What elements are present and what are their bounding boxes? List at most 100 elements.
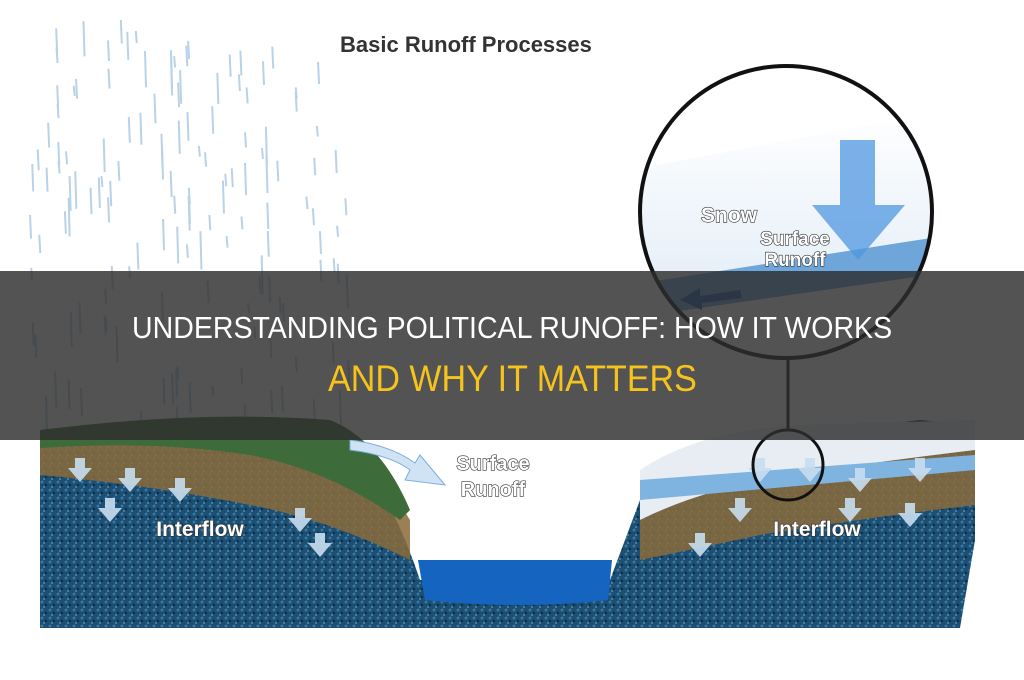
- raindrop: [271, 46, 275, 69]
- raindrop: [177, 120, 181, 154]
- flow-arrow-icon: [798, 458, 822, 482]
- interflow-label-left: Interflow: [156, 518, 244, 541]
- raindrop: [265, 155, 269, 194]
- raindrop: [228, 54, 232, 77]
- raindrop: [127, 117, 131, 143]
- flow-arrow-icon: [308, 533, 332, 557]
- raindrop: [136, 242, 140, 270]
- raindrop: [179, 70, 183, 104]
- surface-runoff-arrow: [349, 439, 447, 486]
- surface-runoff-label-2: Runoff: [461, 479, 526, 501]
- inset-surface-runoff-label-1: Surface: [760, 229, 830, 250]
- raindrop: [161, 144, 165, 180]
- raindrop: [199, 231, 203, 270]
- raindrop: [244, 132, 247, 148]
- raindrop: [65, 151, 69, 165]
- raindrop: [185, 45, 189, 67]
- raindrop: [74, 171, 78, 209]
- interflow-label-right: Interflow: [773, 518, 861, 541]
- raindrop: [169, 50, 173, 90]
- snow-label: Snow: [701, 204, 758, 227]
- raindrop: [173, 55, 177, 68]
- flow-arrow-icon: [688, 533, 712, 557]
- flow-arrow-icon: [748, 458, 772, 482]
- raindrop: [225, 236, 229, 248]
- raindrop: [139, 112, 143, 145]
- flow-arrow-icon: [908, 458, 932, 482]
- raindrop: [102, 138, 106, 173]
- flow-arrow-icon: [898, 503, 922, 527]
- interflow-arrows: [68, 458, 932, 557]
- raindrop: [67, 197, 71, 237]
- flow-arrow-icon: [288, 508, 312, 532]
- raindrop: [204, 152, 208, 167]
- flow-arrow-icon: [168, 478, 192, 502]
- raindrop: [276, 160, 280, 182]
- raindrop: [332, 258, 336, 273]
- raindrop: [344, 198, 348, 216]
- raindrop: [311, 208, 315, 226]
- raindrop: [100, 175, 104, 188]
- raindrop: [266, 230, 270, 257]
- raindrop: [334, 149, 338, 174]
- flow-arrow-icon: [728, 498, 752, 522]
- raindrop: [313, 157, 317, 176]
- raindrop: [109, 180, 113, 207]
- flow-arrow-icon: [98, 498, 122, 522]
- title-overlay-band: UNDERSTANDING POLITICAL RUNOFF: HOW IT W…: [0, 271, 1024, 440]
- raindrop: [186, 111, 190, 141]
- raindrop: [230, 168, 234, 188]
- flow-arrow-icon: [68, 458, 92, 482]
- raindrop: [317, 61, 321, 85]
- raindrop: [169, 170, 173, 198]
- raindrop: [224, 173, 228, 187]
- raindrop: [315, 125, 319, 137]
- raindrop: [188, 197, 192, 224]
- raindrop: [240, 216, 244, 230]
- raindrop: [153, 93, 157, 124]
- flow-arrow-icon: [838, 498, 862, 522]
- raindrop: [107, 197, 111, 223]
- raindrop: [294, 91, 298, 112]
- raindrop: [216, 72, 220, 105]
- rain-streaks: [29, 19, 351, 446]
- raindrop: [197, 145, 201, 157]
- diagram-title: Basic Runoff Processes: [340, 32, 592, 57]
- raindrop: [176, 226, 180, 264]
- raindrop: [56, 104, 60, 119]
- raindrop: [237, 74, 241, 92]
- raindrop: [63, 211, 67, 234]
- headline-line-1: UNDERSTANDING POLITICAL RUNOFF: HOW IT W…: [131, 309, 893, 345]
- raindrop: [106, 40, 110, 61]
- raindrop: [38, 234, 42, 254]
- raindrop: [72, 85, 76, 96]
- raindrop: [173, 195, 177, 214]
- raindrop: [211, 106, 215, 134]
- raindrop: [187, 40, 191, 60]
- raindrop: [97, 177, 101, 209]
- raindrop: [162, 219, 166, 251]
- raindrop: [82, 21, 86, 57]
- raindrop: [117, 161, 121, 181]
- raindrop: [107, 68, 111, 89]
- raindrop: [89, 187, 93, 215]
- raindrop: [266, 202, 270, 230]
- raindrop: [45, 167, 49, 192]
- raindrop: [185, 244, 189, 258]
- raindrop: [134, 30, 138, 43]
- raindrop: [261, 61, 265, 85]
- raindrop: [336, 225, 340, 237]
- raindrop: [75, 78, 79, 99]
- raindrop: [55, 47, 59, 64]
- flow-arrow-icon: [118, 468, 142, 492]
- raindrop: [260, 147, 264, 159]
- inset-surface-runoff-label-2: Runoff: [764, 250, 826, 271]
- raindrop: [239, 50, 243, 76]
- raindrop: [126, 31, 130, 60]
- flow-arrow-icon: [848, 468, 872, 492]
- raindrop: [318, 231, 322, 254]
- headline-line-2: AND WHY IT MATTERS: [327, 357, 697, 399]
- raindrop: [119, 19, 123, 44]
- raindrop: [305, 196, 309, 210]
- raindrop: [144, 50, 148, 88]
